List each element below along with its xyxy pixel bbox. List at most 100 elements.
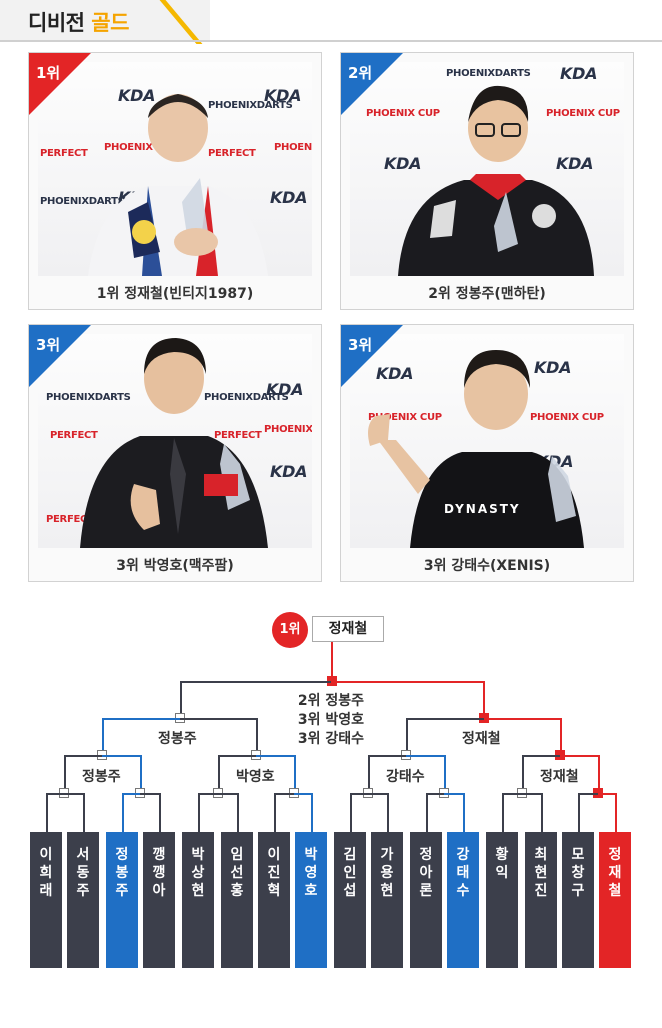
bracket-line bbox=[368, 755, 406, 757]
bracket-line bbox=[426, 793, 444, 795]
sponsor-logo: PHOENIXDARTS bbox=[208, 100, 293, 111]
title-accent: 골드 bbox=[91, 11, 129, 35]
bracket-line bbox=[83, 793, 85, 832]
bracket-line bbox=[578, 793, 598, 795]
bracket-line bbox=[350, 793, 368, 795]
jersey-logo: DYNASTY bbox=[444, 502, 521, 516]
bracket-line bbox=[502, 793, 522, 795]
bracket-line bbox=[426, 793, 428, 832]
winner-caption: 1위 정재철(빈티지1987) bbox=[96, 286, 254, 302]
winner-caption: 2위 정봉주(맨하탄) bbox=[428, 286, 546, 302]
bracket-line bbox=[387, 793, 389, 832]
winner-card-1: KDA KDA PHOENIXDARTS PERFECT PHOENIX PER… bbox=[28, 52, 322, 310]
bracket-line bbox=[64, 793, 84, 795]
bracket-line bbox=[180, 718, 258, 720]
kda-logo: KDA bbox=[384, 154, 422, 173]
kda-logo: KDA bbox=[556, 154, 594, 173]
phoenix-cup-logo: PHOENIX CUP bbox=[368, 412, 442, 423]
standing-2nd: 2위 정봉주 bbox=[297, 693, 365, 709]
tournament-bracket: 1위 정재철 2위 정봉주 3위 박영호 3위 강태수 정봉주 정재철 정봉주 … bbox=[0, 600, 662, 1028]
rank-label: 1위 bbox=[36, 64, 61, 82]
bracket-line bbox=[198, 793, 200, 832]
bracket-line bbox=[274, 793, 294, 795]
bracket-line bbox=[180, 681, 182, 717]
sponsor-logo: PHOENIXDARTS bbox=[40, 196, 125, 207]
kda-logo: KDA bbox=[560, 64, 598, 83]
sponsor-logo: PHOENIXDARTS bbox=[446, 68, 531, 79]
bracket-line bbox=[256, 718, 258, 754]
bracket-line bbox=[102, 718, 180, 720]
bracket-line bbox=[294, 755, 296, 793]
player-figure bbox=[398, 85, 594, 276]
quarterfinal-winner-label: 강태수 bbox=[382, 766, 429, 786]
perfect-logo: PERFECT bbox=[214, 430, 262, 441]
bracket-line bbox=[350, 793, 352, 832]
rank-flag bbox=[341, 325, 403, 387]
bracket-line bbox=[122, 793, 140, 795]
champion-name: 정재철 bbox=[312, 616, 384, 642]
bracket-line bbox=[102, 755, 140, 757]
bracket-line bbox=[102, 718, 104, 754]
bracket-line bbox=[218, 755, 256, 757]
bracket-line bbox=[140, 793, 160, 795]
sponsor-logo: PHOENIXDARTS bbox=[204, 392, 289, 403]
bracket-line bbox=[294, 793, 312, 795]
kda-logo: KDA bbox=[264, 86, 302, 105]
bracket-line bbox=[484, 718, 562, 720]
bracket-line bbox=[598, 793, 616, 795]
winner-card-3: PHOENIXDARTS PHOENIXDARTS KDA PERFECT PE… bbox=[28, 324, 322, 582]
bracket-line bbox=[159, 793, 161, 832]
rank-label: 3위 bbox=[36, 336, 61, 354]
page-title: 디비전 골드 bbox=[28, 7, 129, 37]
bracket-line bbox=[218, 793, 238, 795]
perfect-logo: PERFECT bbox=[208, 148, 256, 159]
bracket-line bbox=[368, 755, 370, 793]
bracket-line bbox=[483, 681, 485, 717]
bracket-line bbox=[406, 718, 408, 754]
winner-caption: 3위 강태수(XENIS) bbox=[423, 558, 551, 574]
phoenix-cup-logo: PHOENIX CUP bbox=[264, 424, 312, 435]
winner-caption: 3위 박영호(맥주팜) bbox=[116, 558, 234, 574]
bracket-line bbox=[522, 755, 524, 793]
bracket-line bbox=[331, 681, 485, 683]
bracket-line bbox=[560, 718, 562, 754]
rank-label: 3위 bbox=[348, 336, 373, 354]
bracket-line bbox=[331, 642, 333, 680]
bracket-line bbox=[122, 793, 124, 832]
phoenix-cup-logo: PHOENIX CUP bbox=[366, 108, 440, 119]
kda-logo: KDA bbox=[270, 188, 308, 207]
bracket-line bbox=[140, 755, 142, 793]
page-header: 디비전 골드 bbox=[0, 0, 662, 44]
quarterfinal-winner-label: 정재철 bbox=[536, 766, 583, 786]
kda-logo: KDA bbox=[534, 358, 572, 377]
bracket-line bbox=[522, 755, 560, 757]
bracket-line bbox=[444, 793, 464, 795]
header-divider bbox=[0, 40, 662, 42]
bracket-line bbox=[578, 793, 580, 832]
bracket-line bbox=[463, 793, 465, 832]
phoenix-logo: PHOENIX bbox=[274, 142, 312, 153]
bracket-line bbox=[64, 755, 66, 793]
bracket-line bbox=[444, 755, 446, 793]
bracket-line bbox=[368, 793, 388, 795]
